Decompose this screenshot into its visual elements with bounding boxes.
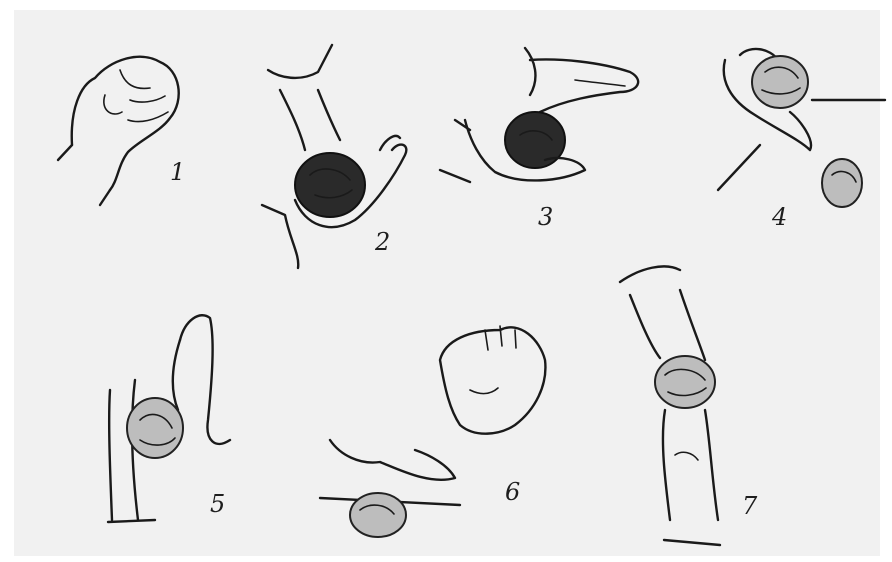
step-number-1: 1: [170, 158, 185, 186]
step-number-2: 2: [375, 228, 390, 256]
step-number-4: 4: [772, 203, 787, 231]
closed-fist-icon: [58, 57, 179, 205]
step-number-6: 6: [505, 478, 520, 506]
step-number-5: 5: [210, 490, 225, 518]
step-number-7: 7: [742, 492, 757, 520]
fingers-pinching-ball-icon: [620, 266, 720, 545]
step-number-3: 3: [538, 203, 553, 231]
hands-rolling-ball-icon: [440, 48, 638, 182]
hands-holding-ball-icon: [718, 49, 885, 207]
